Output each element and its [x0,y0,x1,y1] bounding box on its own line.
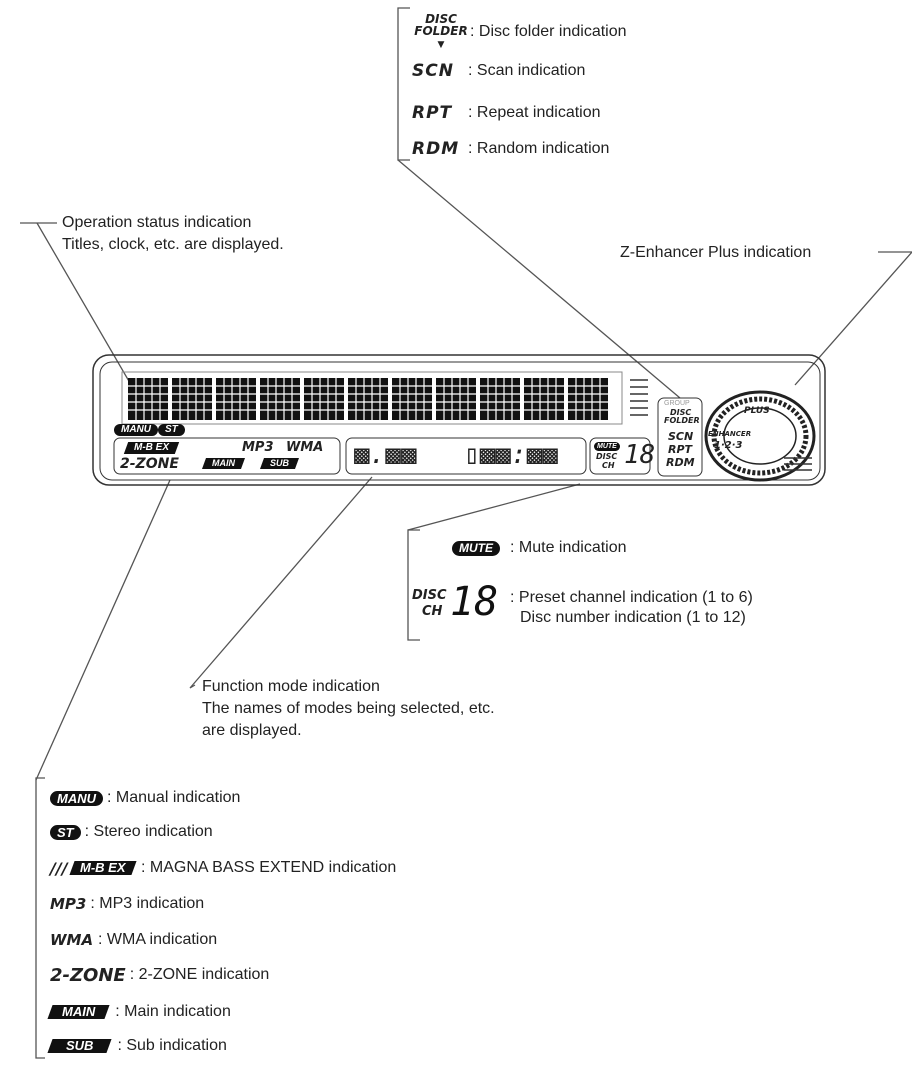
lcd-disc-label: DISC [596,452,618,461]
mute-text: : Mute indication [510,539,627,556]
lcd-main-indicator: MAIN [201,458,246,469]
lcd-mbex-indicator: M-B EX [123,442,180,454]
two-zone-symbol: 2-ZONE [50,964,126,986]
lcd-mute-indicator: MUTE [594,442,620,451]
disc-number-text: Disc number indication (1 to 12) [520,609,746,626]
legend-2zone: 2-ZONE : 2-ZONE indication [50,962,269,988]
lcd-enhancer-label: ENHANCER [708,430,752,438]
random-text: : Random indication [468,140,610,157]
lcd-ch-label: CH [602,461,615,470]
legend-random: RDM : Random indication [412,136,609,162]
legend-repeat: RPT : Repeat indication [412,100,601,126]
legend-mp3: MP3 : MP3 indication [50,892,204,916]
lcd-st-indicator: ST [158,424,185,436]
sub-symbol: SUB [47,1038,113,1053]
main-symbol: MAIN [47,1004,110,1019]
lcd-2zone-indicator: 2-ZONE [120,456,179,472]
repeat-text: : Repeat indication [468,104,601,121]
lcd-function-segments: ▩.▩▩ [354,440,417,470]
lcd-folder-small: FOLDER [664,416,700,425]
lcd-wma-indicator: WMA [286,440,324,455]
legend-manu: MANU : Manual indication [50,786,240,810]
lcd-sub-indicator: SUB [259,458,300,469]
disc-symbol-label: DISC [412,588,447,603]
legend-mbex: /// M-B EX : MAGNA BASS EXTEND indicatio… [50,856,396,880]
wma-text: : WMA indication [98,931,218,948]
legend-mute: MUTE : Mute indication [452,536,627,560]
legend-st: ST : Stereo indication [50,820,213,844]
two-zone-text: : 2-ZONE indication [129,966,270,983]
scan-text: : Scan indication [468,62,586,79]
legend-scan: SCN : Scan indication [412,58,585,84]
lcd-rpt: RPT [668,443,693,456]
mp3-text: : MP3 indication [90,895,205,912]
lcd-group-label: GROUP [664,400,690,407]
disc-folder-symbol: DISC FOLDER ▼ [414,12,468,50]
legend-sub: SUB : Sub indication [47,1034,227,1058]
lcd-rdm: RDM [666,456,695,469]
main-text: : Main indication [115,1003,231,1020]
legend-main: MAIN : Main indication [47,1000,231,1024]
lcd-outline [92,354,826,486]
mbex-text: : MAGNA BASS EXTEND indication [141,859,397,876]
legend-wma: WMA : WMA indication [50,928,217,952]
sub-text: : Sub indication [117,1037,227,1054]
lcd-manu-indicator: MANU [114,424,158,436]
scan-symbol: SCN [412,61,454,81]
function-mode-label: Function mode indication The names of mo… [202,678,495,739]
lcd-enhancer-levels: 1·2·3 [714,440,743,451]
operation-status-label: Operation status indication Titles, cloc… [62,214,284,253]
lcd-plus-label: PLUS [744,406,770,416]
wma-symbol: WMA [50,931,94,949]
mbex-stripes-icon: /// [50,858,68,878]
lcd-display: MANU ST M-B EX MP3 WMA 2-ZONE MAIN SUB ▩… [92,354,826,486]
st-symbol: ST [50,824,81,840]
z-enhancer-label: Z-Enhancer Plus indication [620,244,812,261]
ch-symbol-label: CH [422,604,443,619]
lcd-clock-segments: ▯▩▩:▩▩ [464,440,558,470]
mute-symbol: MUTE [452,540,500,556]
disc-digits: 18 [450,579,499,625]
repeat-symbol: RPT [412,103,453,123]
preset-text: : Preset channel indication (1 to 6) [510,589,753,606]
lcd-disc-small: DISC [670,408,692,417]
random-symbol: RDM [412,139,460,159]
lcd-mp3-indicator: MP3 [242,440,274,455]
lcd-disc-digits: 18 [624,440,656,470]
manu-text: : Manual indication [107,789,241,806]
st-text: : Stereo indication [84,823,213,840]
disc-ch-symbol: DISC CH 18 [412,578,502,632]
manu-symbol: MANU [50,790,103,806]
legend-disc-folder: DISC FOLDER ▼ : Disc folder indication [412,12,627,50]
mbex-symbol: M-B EX [68,860,136,875]
mp3-symbol: MP3 [50,895,87,913]
disc-folder-text: : Disc folder indication [470,23,627,40]
lcd-scn: SCN [668,430,694,443]
